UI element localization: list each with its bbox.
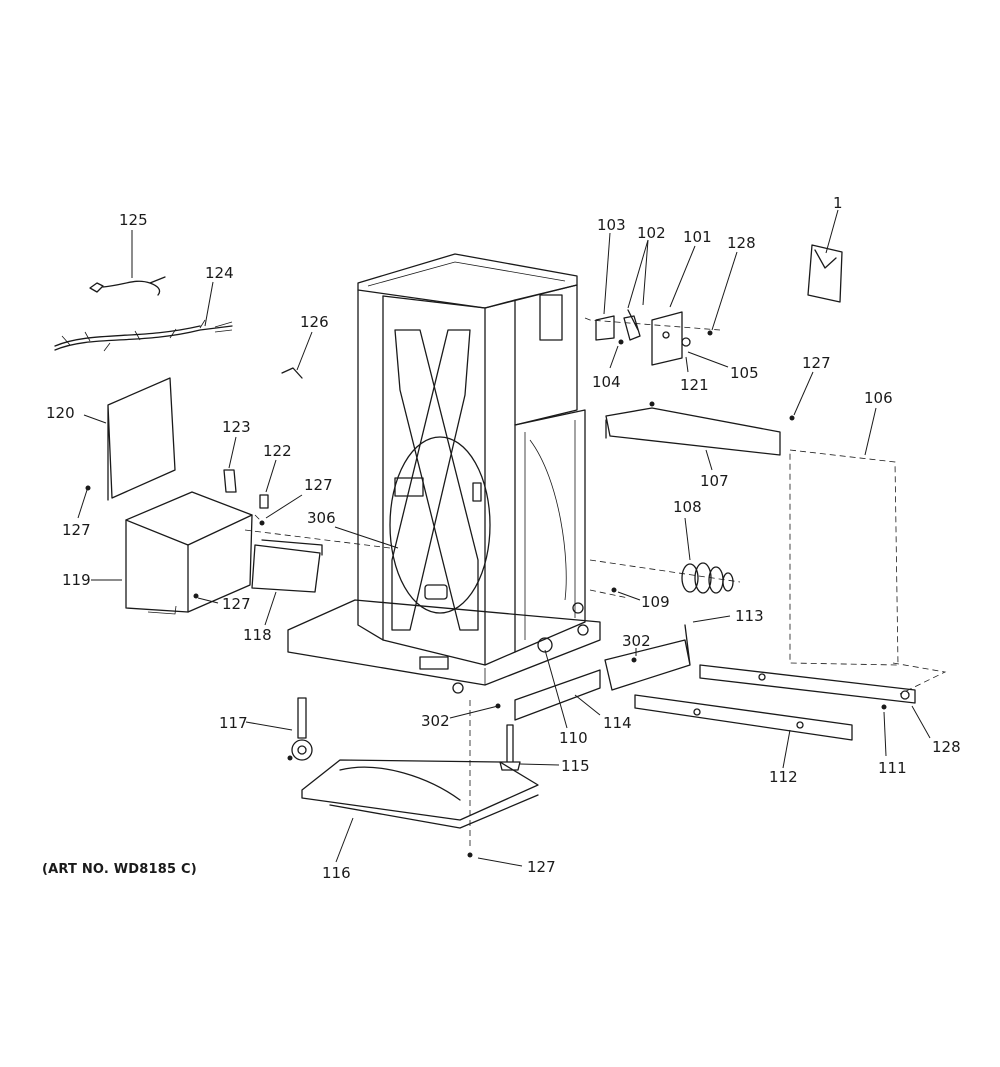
callout-1: 1 — [833, 194, 843, 212]
lower-slide-rail-part — [634, 694, 853, 741]
callout-114: 114 — [603, 714, 632, 732]
callout-104: 104 — [592, 373, 621, 391]
control-cover-panel — [107, 377, 176, 501]
base-tray-part — [301, 759, 539, 829]
callout-103: 103 — [597, 216, 626, 234]
callout-107: 107 — [700, 472, 729, 490]
callout-128-bottom: 128 — [932, 738, 961, 756]
callout-108: 108 — [673, 498, 702, 516]
callout-123: 123 — [222, 418, 251, 436]
callout-126: 126 — [300, 313, 329, 331]
callout-109: 109 — [641, 593, 670, 611]
terminal-shield-part — [251, 539, 323, 593]
callout-113: 113 — [735, 607, 764, 625]
jumper-wire-part — [281, 367, 303, 379]
callout-117: 117 — [219, 714, 248, 732]
callout-116: 116 — [322, 864, 351, 882]
leveling-leg-part — [291, 697, 313, 761]
callout-127-bottom: 127 — [527, 858, 556, 876]
fuse-part — [259, 494, 269, 509]
screw-dots — [85, 330, 887, 858]
leader-lines — [77, 209, 931, 867]
callout-102: 102 — [637, 224, 666, 242]
slide-rail-part — [699, 664, 916, 704]
callout-125: 125 — [119, 211, 148, 229]
cabinet-frame — [287, 253, 601, 694]
front-rail-part — [514, 669, 601, 721]
callout-127-box: 127 — [222, 595, 251, 613]
callout-127-right: 127 — [802, 354, 831, 372]
callout-118: 118 — [243, 626, 272, 644]
callout-122: 122 — [263, 442, 292, 460]
wire-harness-part — [54, 319, 233, 352]
support-rail-part — [605, 407, 781, 456]
callout-110: 110 — [559, 729, 588, 747]
callout-121: 121 — [680, 376, 709, 394]
callout-124: 124 — [205, 264, 234, 282]
callout-127-mid: 127 — [304, 476, 333, 494]
terminal-block-part — [595, 315, 615, 341]
back-panel-part — [789, 449, 899, 666]
mounting-plate-part — [651, 311, 683, 366]
callout-120: 120 — [46, 404, 75, 422]
art-number-label: (ART NO. WD8185 C) — [42, 862, 197, 877]
callout-128-top: 128 — [727, 234, 756, 252]
callout-106: 106 — [864, 389, 893, 407]
rear-leg-part — [499, 724, 521, 771]
callout-127-left: 127 — [62, 521, 91, 539]
control-box-part — [125, 491, 253, 615]
power-cord-part — [89, 276, 166, 296]
callout-119: 119 — [62, 571, 91, 589]
literature-part — [807, 244, 843, 303]
callout-302-right: 302 — [622, 632, 651, 650]
rear-bracket-part — [604, 624, 691, 691]
callout-101: 101 — [683, 228, 712, 246]
callout-302-left: 302 — [421, 712, 450, 730]
spring-part — [681, 562, 734, 594]
switch-part — [623, 309, 641, 341]
callout-112: 112 — [769, 768, 798, 786]
callout-111: 111 — [878, 759, 907, 777]
callout-labels: 1 103 102 101 128 104 121 105 127 106 10… — [46, 194, 961, 882]
callout-115: 115 — [561, 757, 590, 775]
thermostat-part — [223, 469, 237, 493]
callout-105: 105 — [730, 364, 759, 382]
callout-306: 306 — [307, 509, 336, 527]
